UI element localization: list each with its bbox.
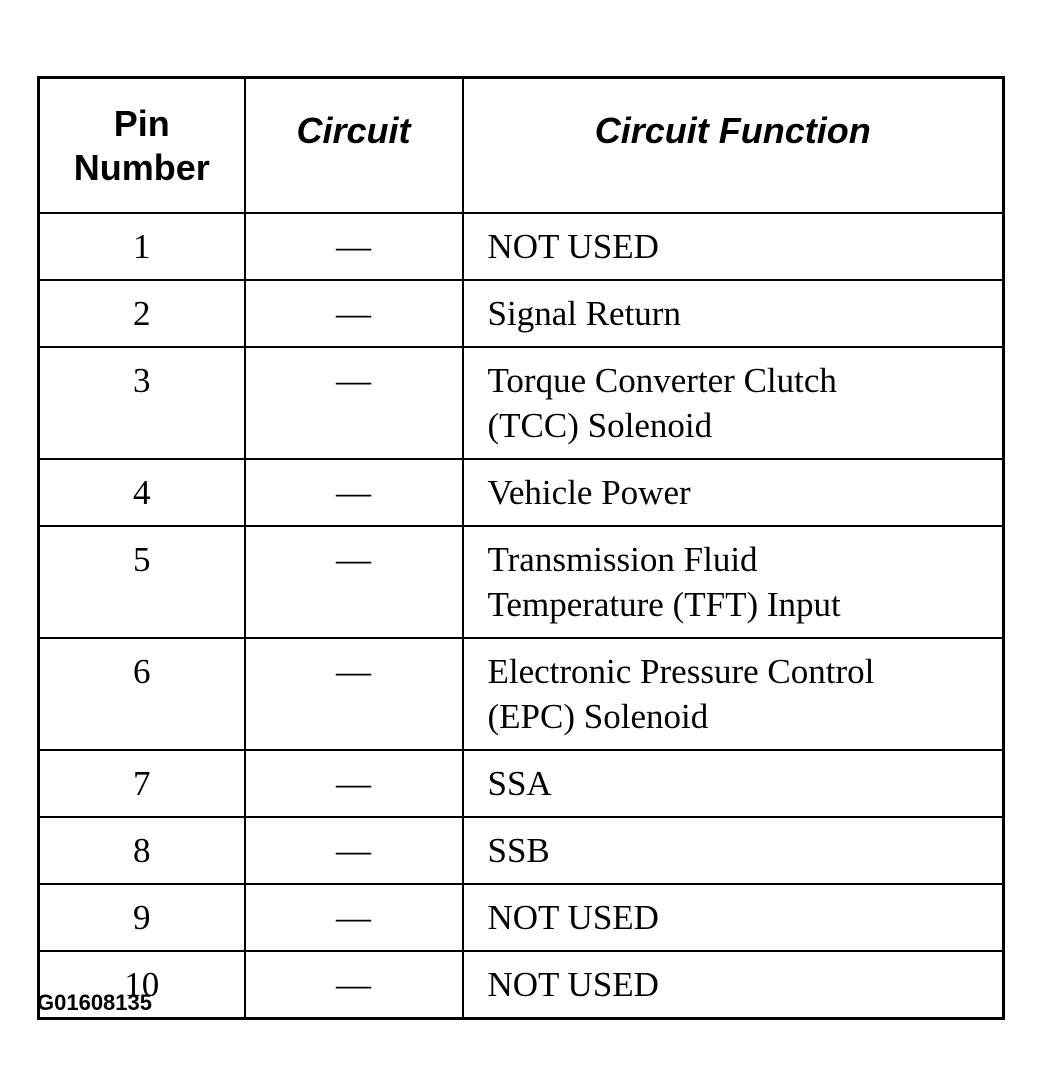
header-pin-number: Pin Number <box>37 76 246 214</box>
circuit-cell: — <box>243 458 464 527</box>
pin-number-cell: 4 <box>37 458 246 527</box>
circuit-cell: — <box>243 883 464 952</box>
pin-number-cell: 2 <box>37 279 246 348</box>
circuit-function-cell: Torque Converter Clutch (TCC) Solenoid <box>461 346 1005 460</box>
table-header-row: Pin Number Circuit Circuit Function <box>37 76 1005 214</box>
circuit-cell: — <box>243 637 464 751</box>
pin-number-cell: 3 <box>37 346 246 460</box>
circuit-cell: — <box>243 279 464 348</box>
pin-number-cell: 7 <box>37 749 246 818</box>
pin-circuit-table: Pin Number Circuit Circuit Function 1 — … <box>37 76 1005 1020</box>
circuit-cell: — <box>243 212 464 281</box>
header-circuit: Circuit <box>243 76 464 214</box>
circuit-function-cell: NOT USED <box>461 212 1005 281</box>
table-row: 2 — Signal Return <box>37 279 1005 348</box>
circuit-function-cell: NOT USED <box>461 883 1005 952</box>
circuit-function-cell: SSA <box>461 749 1005 818</box>
table-row: 4 — Vehicle Power <box>37 458 1005 527</box>
circuit-cell: — <box>243 950 464 1020</box>
circuit-cell: — <box>243 749 464 818</box>
table-row: 6 — Electronic Pressure Control (EPC) So… <box>37 637 1005 751</box>
pin-number-cell: 10 <box>37 950 246 1020</box>
circuit-function-cell: Transmission Fluid Temperature (TFT) Inp… <box>461 525 1005 639</box>
circuit-function-cell: Signal Return <box>461 279 1005 348</box>
circuit-function-cell: Vehicle Power <box>461 458 1005 527</box>
table-row: 8 — SSB <box>37 816 1005 885</box>
circuit-function-cell: SSB <box>461 816 1005 885</box>
table-row: 9 — NOT USED <box>37 883 1005 952</box>
table-row: 10 — NOT USED <box>37 950 1005 1020</box>
table-row: 7 — SSA <box>37 749 1005 818</box>
pin-number-cell: 9 <box>37 883 246 952</box>
circuit-function-cell: Electronic Pressure Control (EPC) Soleno… <box>461 637 1005 751</box>
pin-number-cell: 5 <box>37 525 246 639</box>
circuit-cell: — <box>243 346 464 460</box>
pin-number-cell: 1 <box>37 212 246 281</box>
table-row: 1 — NOT USED <box>37 212 1005 281</box>
figure-id: G01608135 <box>37 990 152 1015</box>
table-row: 3 — Torque Converter Clutch (TCC) Soleno… <box>37 346 1005 460</box>
pin-number-cell: 6 <box>37 637 246 751</box>
circuit-cell: — <box>243 816 464 885</box>
pin-number-cell: 8 <box>37 816 246 885</box>
table-row: 5 — Transmission Fluid Temperature (TFT)… <box>37 525 1005 639</box>
circuit-cell: — <box>243 525 464 639</box>
header-circuit-function: Circuit Function <box>461 76 1005 214</box>
circuit-function-cell: NOT USED <box>461 950 1005 1020</box>
